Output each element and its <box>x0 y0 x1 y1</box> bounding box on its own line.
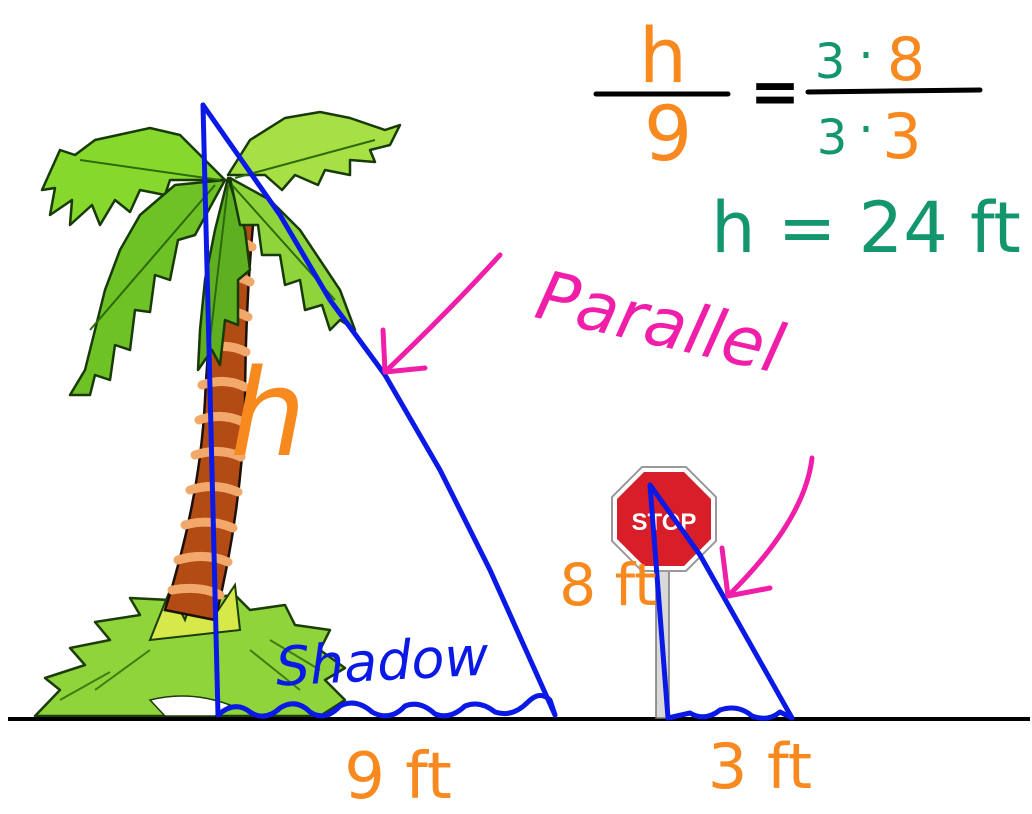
rhs-numerator-b: 8 <box>887 25 925 95</box>
rhs-fraction-bar <box>805 87 983 95</box>
lhs-denominator: 9 <box>644 89 692 178</box>
stop-sign-text: STOP <box>632 509 697 536</box>
result-equation: h = 24 ft <box>711 187 1021 269</box>
tree-shadow-triangle <box>200 102 558 719</box>
sign-shadow-triangle <box>647 482 795 721</box>
equals-sign: = <box>750 57 800 127</box>
rhs-denominator-a: 3 <box>817 110 848 166</box>
lhs-numerator: h <box>639 11 687 100</box>
parallel-label: Parallel <box>529 256 791 389</box>
rhs-denominator-b: 3 <box>882 100 921 173</box>
sign-height-label: 8 ft <box>559 551 656 619</box>
rhs-denominator-dot: · <box>858 102 873 158</box>
shadow-label: Shadow <box>274 624 491 698</box>
proportion-equation: h 9 = 3 · 8 3 · 3 h = 24 ft <box>593 11 1021 269</box>
rhs-numerator-a: 3 <box>815 34 846 90</box>
parallel-arrow-right <box>719 455 815 599</box>
rhs-numerator-dot: · <box>858 28 873 84</box>
parallel-arrow-left <box>380 252 503 375</box>
tree-height-label: h <box>230 345 306 484</box>
tree-shadow-length-label: 9 ft <box>344 740 452 814</box>
sign-shadow-length-label: 3 ft <box>708 730 812 803</box>
